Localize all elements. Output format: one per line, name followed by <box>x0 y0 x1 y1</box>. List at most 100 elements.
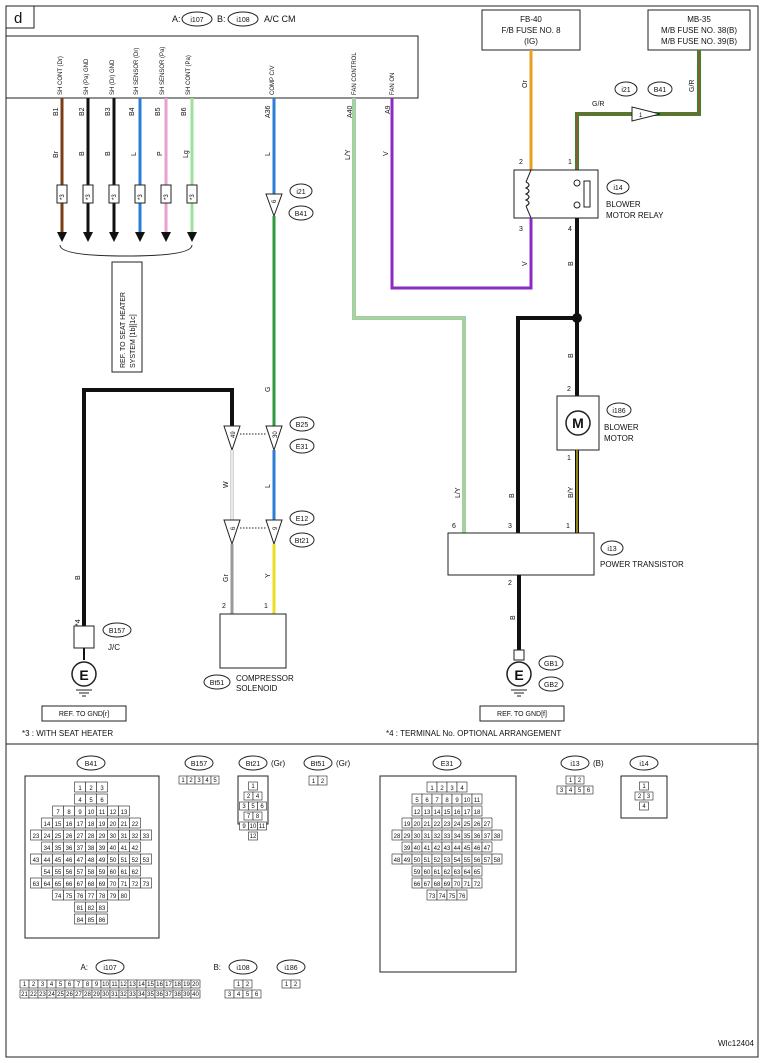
connector-pin-number: 64 <box>44 882 51 888</box>
connector-pin-number: 26 <box>66 992 73 998</box>
connector-pin-number: 4 <box>460 786 464 792</box>
pin-i21-comp: 6 <box>272 199 278 203</box>
connector-pin-number: 23 <box>33 834 40 840</box>
connector-pin-cell <box>248 831 258 841</box>
connector-pin-number: 35 <box>55 846 62 852</box>
badge-bt21-text: Bt21 <box>295 538 310 545</box>
connector-pin-number: 8 <box>67 810 71 816</box>
ac-control-module <box>5 35 419 99</box>
connector-pin-number: 34 <box>138 992 145 998</box>
connector-pin-cell <box>583 785 594 795</box>
relay-coil-icon <box>524 181 530 207</box>
motor-symbol-text: M <box>572 415 584 431</box>
connector-pin-cell <box>643 791 654 801</box>
connector-arrow-e12-y <box>265 519 283 546</box>
solenoid-label-2: SOLENOID <box>236 684 278 693</box>
connector-pin-number: 21 <box>21 992 28 998</box>
connector-pin-cell <box>481 817 493 829</box>
connector-pin-number: 11 <box>259 824 266 830</box>
connector-pin-number: 1 <box>78 786 82 792</box>
pin-motor-1: 1 <box>567 455 571 462</box>
badge-b25-text: B25 <box>296 422 309 429</box>
connector-pin-number: 15 <box>147 982 154 988</box>
star3-box-b4 <box>134 184 146 204</box>
relay-contact-top <box>573 179 581 187</box>
badge-i13 <box>600 540 624 556</box>
connector-pin-number: 67 <box>77 882 84 888</box>
badge-gb1 <box>538 655 564 671</box>
connector-pin-number: 24 <box>44 834 51 840</box>
connector-pin-number: 2 <box>578 778 582 784</box>
connector-pin-number: 24 <box>48 992 55 998</box>
connector-pin-number: 37 <box>484 834 491 840</box>
connector-pin-number: 49 <box>99 858 106 864</box>
wire-label-l-lower: L <box>265 484 272 488</box>
diagram-id: WIc12404 <box>718 1039 755 1048</box>
badge-b157-text: B157 <box>109 628 125 635</box>
connector-pin-cell <box>471 793 483 805</box>
connector-pin-number: 50 <box>414 858 421 864</box>
motor-label-2: MOTOR <box>604 434 634 443</box>
connector-pin-number: 86 <box>99 918 106 924</box>
connector-pin-number: 18 <box>88 822 95 828</box>
connector-pin-number: 4 <box>50 982 54 988</box>
badge-b41-comp-text: B41 <box>295 211 308 218</box>
connector-pin-cell <box>574 775 585 785</box>
term-a40: A40 <box>347 105 354 118</box>
connector-pin-number: 62 <box>444 870 451 876</box>
connector-pin-number: 41 <box>424 846 431 852</box>
connector-pin-number: 1 <box>237 982 241 988</box>
connector-pin-cell <box>491 829 503 841</box>
badge-b41-top-text: B41 <box>654 87 667 94</box>
connector-pin-number: 13 <box>424 810 431 816</box>
badge-e12 <box>289 510 315 526</box>
wire-label-b-pt-gnd: B <box>510 615 517 620</box>
connector-pin-number: 2 <box>32 982 36 988</box>
term-b3: B3 <box>105 107 112 116</box>
wire-v-fanon <box>390 98 533 290</box>
connector-pin-cell <box>96 781 108 793</box>
connector-bt51-color: (Gr) <box>336 759 351 768</box>
wire-code-b1: Br <box>53 150 60 158</box>
connector-pin-number: 15 <box>444 810 451 816</box>
connector-pin-cell <box>248 781 258 791</box>
connector-pin-number: 1 <box>569 778 573 784</box>
fuse-mb-line3: M/B FUSE NO. 39(B) <box>661 37 737 46</box>
jc-b157 <box>73 625 95 649</box>
fuse-fb-line3: (IG) <box>524 37 538 46</box>
badge-bt21 <box>289 532 315 548</box>
connector-pin-number: 3 <box>560 788 564 794</box>
connector-pin-number: 78 <box>99 894 106 900</box>
connector-pin-number: 75 <box>449 894 456 900</box>
connector-pin-number: 18 <box>174 982 181 988</box>
badge-gb2 <box>538 676 564 692</box>
header-unit: A/C CM <box>264 14 296 24</box>
connector-pin-number: 3 <box>242 804 246 810</box>
connector-pin-number: 9 <box>242 824 246 830</box>
ref-gnd-r-box <box>41 705 127 722</box>
connector-pin-number: 59 <box>99 870 106 876</box>
connector-pin-number: 60 <box>110 870 117 876</box>
connector-pin-number: 62 <box>132 870 139 876</box>
connector-pin-number: 7 <box>56 810 60 816</box>
connector-pin-number: 2 <box>89 786 93 792</box>
connector-pin-number: 9 <box>78 810 82 816</box>
func-a9: FAN ON <box>390 73 396 95</box>
connector-pin-number: 17 <box>464 810 471 816</box>
connector-pin-number: 77 <box>88 894 95 900</box>
connector-pin-number: 1 <box>642 784 646 790</box>
func-a36: COMP C/V <box>270 65 276 95</box>
star3-box-b5 <box>160 184 172 204</box>
solenoid-label-1: COMPRESSOR <box>236 674 294 683</box>
connector-pin-cell <box>456 889 468 901</box>
connector-pin-number: 13 <box>121 810 128 816</box>
connector-pin-number: 54 <box>44 870 51 876</box>
header-a-conn: i107 <box>190 17 203 24</box>
fuse-fb-line1: FB-40 <box>520 15 542 24</box>
badge-i21-top <box>614 81 638 97</box>
wire-label-or: Or <box>522 80 529 88</box>
badge-i186 <box>606 402 632 418</box>
connector-i107-label: i107 <box>103 965 116 972</box>
wire-label-b-pt: B <box>509 493 516 498</box>
connector-pin-number: 2 <box>189 778 193 784</box>
